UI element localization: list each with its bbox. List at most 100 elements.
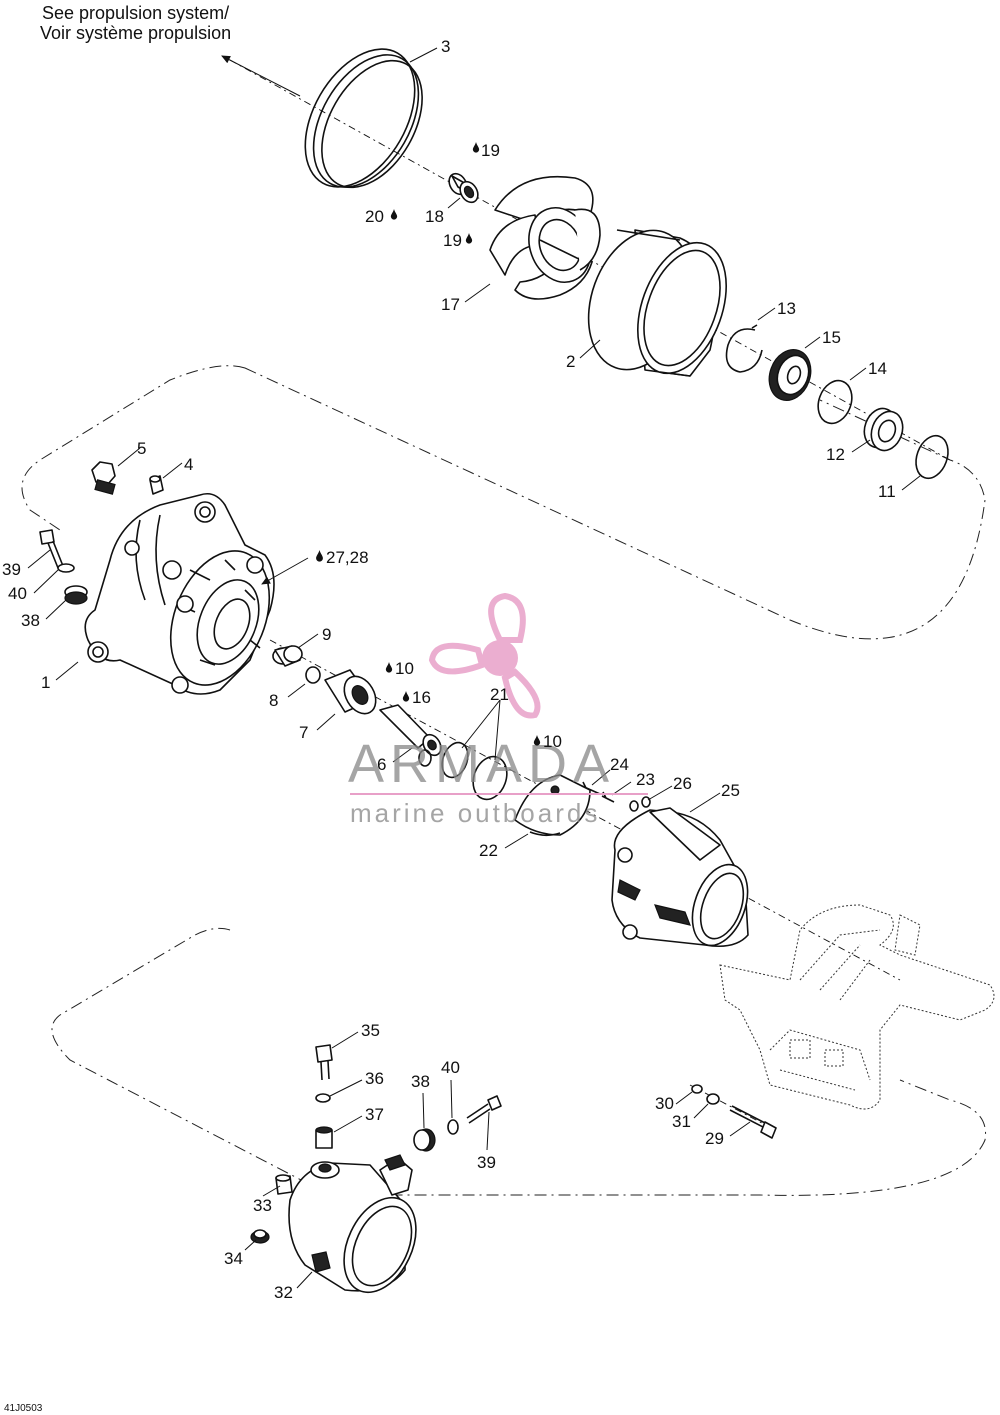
- callout-18: 18: [425, 207, 444, 226]
- part-38-mount-right: [413, 1128, 436, 1152]
- callout-19: 19: [443, 231, 462, 250]
- callout-16: 16: [412, 688, 431, 707]
- watermark-brand: ARMADA: [348, 734, 615, 794]
- part-39-bolt-left: [39, 529, 64, 569]
- part-11-oring: [915, 434, 949, 480]
- callout-25: 25: [721, 781, 740, 800]
- oil-drop-icon: [402, 691, 410, 702]
- group-boundary-pump-housing: [21, 365, 986, 640]
- callout-26: 26: [673, 774, 692, 793]
- part-5-plug: [91, 461, 116, 495]
- callout-10: 10: [543, 732, 562, 751]
- callout-34: 34: [224, 1249, 243, 1268]
- part-7-bearing: [324, 669, 377, 715]
- part-8-oring: [305, 666, 321, 684]
- group-boundary-nozzle: [51, 927, 987, 1196]
- part-18-sleeve: [448, 172, 479, 204]
- oil-drop-icon: [385, 662, 393, 673]
- callout-2: 2: [566, 352, 575, 371]
- part-37-bushing: [315, 1126, 333, 1149]
- part-22-cone: [514, 774, 591, 837]
- callout-31: 31: [672, 1112, 691, 1131]
- part-40-washer-right: [447, 1119, 459, 1135]
- part-35-bolt: [315, 1044, 333, 1081]
- callout-19: 19: [481, 141, 500, 160]
- callout-11: 11: [878, 482, 896, 501]
- callout-32: 32: [274, 1283, 293, 1302]
- part-40-washer-left: [57, 563, 75, 573]
- callout-24: 24: [610, 755, 629, 774]
- callout-33: 33: [253, 1196, 272, 1215]
- part-25-venturi: [611, 807, 749, 948]
- callout-1: 1: [41, 673, 50, 692]
- oil-drop-icon: [472, 142, 480, 153]
- callout-37: 37: [365, 1105, 384, 1124]
- callout-4: 4: [184, 455, 193, 474]
- drawing-code: 41J0503: [4, 1403, 43, 1414]
- part-29-bolt: [729, 1105, 777, 1139]
- callout-36: 36: [365, 1069, 384, 1088]
- part-21-oring-b: [472, 755, 508, 801]
- part-21-oring-a: [441, 741, 469, 779]
- callout-35: 35: [361, 1021, 380, 1040]
- part-31-washer: [706, 1093, 720, 1105]
- callout-40: 40: [441, 1058, 460, 1077]
- callout-23: 23: [636, 770, 655, 789]
- part-3-ring: [304, 48, 423, 189]
- callout-30: 30: [655, 1094, 674, 1113]
- callout-8: 8: [269, 691, 278, 710]
- callout-21: 21: [490, 685, 509, 704]
- callout-13: 13: [777, 299, 796, 318]
- watermark-tagline: marine outboards: [350, 798, 600, 828]
- callout-10: 10: [395, 659, 414, 678]
- part-16-shaft: [379, 704, 442, 757]
- callout-14: 14: [868, 359, 887, 378]
- part-34-nut: [250, 1229, 270, 1244]
- callout-39: 39: [2, 560, 21, 579]
- callout-27-28: 27,28: [326, 548, 369, 567]
- callout-40: 40: [8, 584, 27, 603]
- propulsion-note-line2: Voir système propulsion: [40, 23, 231, 43]
- part-15-seal: [768, 349, 812, 401]
- part-32-nozzle: [288, 1154, 417, 1294]
- callout-6: 6: [377, 755, 386, 774]
- callout-17: 17: [441, 295, 460, 314]
- callout-38: 38: [411, 1072, 430, 1091]
- callout-22: 22: [479, 841, 498, 860]
- propulsion-note-line1: See propulsion system/: [42, 3, 229, 23]
- part-4-pin: [149, 475, 164, 495]
- oil-drop-icon: [465, 233, 473, 244]
- part-6-washer: [418, 749, 432, 767]
- part-38-mount-left: [64, 585, 88, 605]
- callout-9: 9: [322, 625, 331, 644]
- callout-5: 5: [137, 439, 146, 458]
- part-12-bearing: [863, 407, 904, 452]
- axis-nozzle: [689, 1084, 776, 1131]
- oil-drop-icon: [390, 209, 398, 220]
- part-30-washer: [691, 1084, 703, 1094]
- part-33-bushing: [275, 1174, 293, 1195]
- part-36-washer: [315, 1093, 331, 1103]
- callout-29: 29: [705, 1129, 724, 1148]
- callout-38: 38: [21, 611, 40, 630]
- part-9-bushing: [272, 645, 303, 667]
- part-26-orings: [629, 796, 651, 812]
- callout-15: 15: [822, 328, 841, 347]
- oil-drop-icon: [316, 550, 323, 562]
- watermark-logo: [428, 592, 541, 719]
- part-14-oring: [817, 379, 853, 425]
- callout-7: 7: [299, 723, 308, 742]
- callout-3: 3: [441, 37, 450, 56]
- callout-20: 20: [365, 207, 384, 226]
- part-13-circlip: [725, 324, 763, 373]
- part-1-pump-housing: [84, 492, 275, 695]
- part-39-bolt-right: [466, 1095, 502, 1124]
- leader-lines: [27, 47, 921, 1289]
- part-17-impeller: [489, 175, 601, 300]
- hull-structure-reference: [719, 904, 995, 1110]
- note-arrow: [221, 55, 301, 97]
- callout-12: 12: [826, 445, 845, 464]
- part-2-housing-cylinder: [587, 229, 728, 377]
